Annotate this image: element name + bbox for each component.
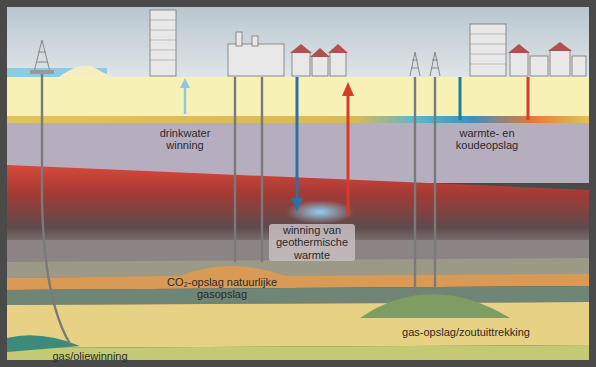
layer-label: gas/oliewinning [35,350,145,362]
layer-label: drinkwater winning [149,127,221,152]
layer-label: gas-opslag/zoutuittrekking [386,326,546,338]
layer-label: warmte- en koudeopslag [449,127,525,152]
layer-label: CO₂-opslag natuurlijke gasopslag [163,276,281,301]
layer-label: winning van geothermische warmte [269,224,355,261]
